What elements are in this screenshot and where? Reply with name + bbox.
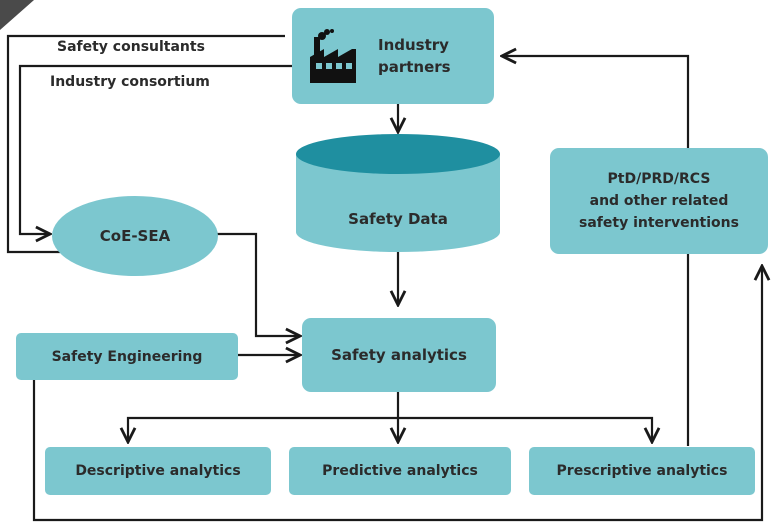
descriptive-analytics-label: Descriptive analytics — [75, 463, 241, 479]
coe-sea-label: CoE-SEA — [99, 227, 171, 245]
safety-engineering-box: Safety Engineering — [16, 333, 238, 380]
safety-interventions-label: PtD/PRD/RCS and other related safety int… — [579, 171, 739, 231]
prescriptive-analytics-box: Prescriptive analytics — [529, 447, 755, 495]
safety-interventions-box: PtD/PRD/RCS and other related safety int… — [550, 148, 768, 254]
safety-engineering-label: Safety Engineering — [51, 348, 203, 365]
arrow-engineering-feedback — [32, 266, 762, 522]
predictive-analytics-label: Predictive analytics — [322, 463, 478, 479]
edge-safety-consultants — [6, 34, 285, 254]
arrow-prescriptive-to-industry — [502, 56, 690, 446]
arrow-analytics-to-side-outputs — [128, 416, 652, 442]
corner-decoration — [0, 0, 34, 30]
prescriptive-analytics-label: Prescriptive analytics — [556, 463, 728, 479]
safety-data-cylinder — [296, 134, 500, 252]
descriptive-analytics-box: Descriptive analytics — [45, 447, 271, 495]
safety-data-label: Safety Data — [348, 210, 448, 228]
industry-partners-box: Industry partners — [292, 8, 494, 104]
safety-analytics-label: Safety analytics — [331, 346, 467, 364]
predictive-analytics-box: Predictive analytics — [289, 447, 511, 495]
factory-icon — [310, 29, 356, 83]
edge-industry-consortium — [18, 64, 292, 234]
arrow-coe-to-analytics — [215, 232, 300, 336]
safety-analytics-box: Safety analytics — [302, 318, 496, 392]
safety-consultants-label: Safety consultants — [57, 39, 205, 55]
industry-consortium-label: Industry consortium — [50, 74, 210, 90]
coe-sea-node: CoE-SEA — [52, 196, 218, 276]
industry-partners-label: Industry partners — [378, 36, 451, 76]
